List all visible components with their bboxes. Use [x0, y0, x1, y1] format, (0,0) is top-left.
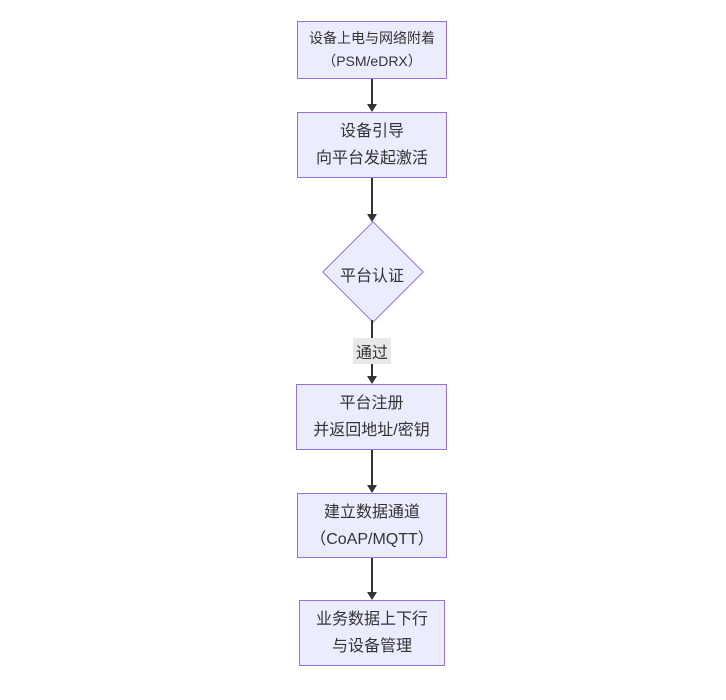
edge-line: [371, 79, 373, 104]
edge-channel-to-business: [366, 558, 378, 600]
arrowhead-down-icon: [367, 104, 377, 112]
node-text-line: 设备上电与网络附着: [309, 30, 435, 46]
node-text-line: 业务数据上下行: [315, 611, 428, 628]
node-text-line: 并返回地址/密钥: [313, 422, 430, 439]
node-text-line: 向平台发起激活: [315, 150, 428, 167]
edge-label-pass: 通过: [352, 338, 392, 364]
edge-bootstrap-to-auth: [366, 178, 378, 222]
node-text-line: 设备引导: [339, 123, 404, 140]
node-text-line: 与设备管理: [331, 638, 412, 655]
arrowhead-down-icon: [367, 485, 377, 493]
node-text-line: 平台注册: [339, 395, 404, 412]
arrowhead-down-icon: [367, 592, 377, 600]
edge-line: [371, 450, 373, 485]
decision-label: 平台认证: [339, 268, 404, 285]
node-device-bootstrap: 设备引导 向平台发起激活: [297, 112, 447, 178]
node-power-network-attach: 设备上电与网络附着 （PSM/eDRX）: [297, 21, 447, 79]
edge-line: [371, 178, 373, 214]
arrowhead-down-icon: [367, 376, 377, 384]
node-text-line: 建立数据通道: [323, 503, 420, 521]
node-platform-register: 平台注册 并返回地址/密钥: [296, 384, 447, 450]
arrowhead-down-icon: [367, 214, 377, 222]
node-business-data: 业务数据上下行 与设备管理: [299, 600, 445, 666]
node-text-line: （PSM/eDRX）: [322, 53, 422, 69]
edge-line: [371, 558, 373, 592]
node-data-channel: 建立数据通道 （CoAP/MQTT）: [297, 493, 447, 558]
edge-register-to-channel: [366, 450, 378, 493]
node-text-line: （CoAP/MQTT）: [310, 530, 434, 548]
edge-attach-to-bootstrap: [366, 79, 378, 112]
